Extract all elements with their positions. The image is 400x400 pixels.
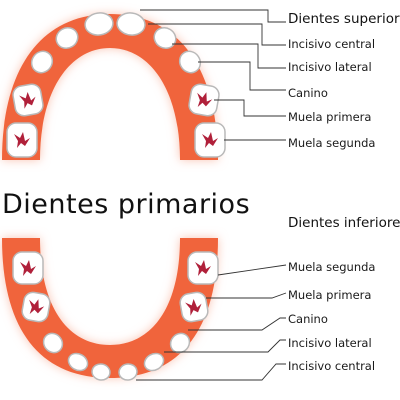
upper-incisor-central-left: [116, 12, 146, 36]
lower-incisor-central-right: [91, 363, 111, 381]
lower-incisor-lateral-left: [143, 352, 165, 372]
upper-incisor-central-right: [84, 12, 114, 36]
upper-label-muela-primera: Muela primera: [288, 110, 372, 124]
lower-incisor-central-left: [118, 363, 138, 381]
upper-label-incisivo-central: Incisivo central: [288, 37, 376, 51]
upper-incisor-lateral-left: [153, 26, 177, 50]
upper-canine-right: [30, 50, 54, 74]
lower-label-canino: Canino: [288, 312, 328, 326]
lower-molar-second-left-groove: [195, 260, 211, 276]
lower-leader-muela-primera: [206, 292, 287, 299]
upper-molar-first-left-groove: [197, 92, 213, 108]
lower-label-muela-segunda: Muela segunda: [288, 260, 376, 274]
lower-molar-first-right-groove: [29, 299, 45, 315]
upper-gum: [2, 14, 218, 160]
diagram-title: Dientes primarios: [2, 189, 251, 220]
lower-leader-incisivo-lateral: [164, 339, 286, 353]
lower-leader-muela-segunda: [217, 264, 287, 276]
lower-molar-first-left-groove: [185, 298, 202, 316]
lower-incisor-lateral-right: [67, 352, 89, 372]
upper-label-incisivo-lateral: Incisivo lateral: [288, 60, 372, 74]
upper-leader-incisivo-lateral: [172, 43, 286, 69]
upper-label-canino: Canino: [288, 86, 328, 100]
upper-molar-first-right-groove: [19, 91, 36, 109]
lower-canine-left: [169, 332, 191, 354]
upper-canine-left: [178, 50, 202, 74]
lower-label-incisivo-lateral: Incisivo lateral: [288, 336, 372, 350]
upper-teeth-header: Dientes superiores: [288, 11, 400, 27]
lower-label-incisivo-central: Incisivo central: [288, 359, 376, 373]
lower-leader-canino: [188, 317, 286, 331]
upper-leader-incisivo-central: [148, 23, 286, 46]
lower-leader-incisivo-central: [136, 363, 286, 381]
lower-molar-second-right-groove: [20, 260, 36, 276]
lower-teeth-header: Dientes inferiores: [288, 215, 400, 231]
upper-leader-header: [140, 9, 286, 23]
upper-molar-second-left-groove: [202, 132, 218, 148]
upper-incisor-lateral-right: [55, 26, 79, 50]
upper-leader-canino: [198, 61, 286, 91]
upper-leader-muela-primera: [214, 99, 286, 117]
upper-molar-second-right-groove: [14, 132, 30, 148]
lower-canine-right: [42, 332, 64, 354]
lower-label-muela-primera: Muela primera: [288, 288, 372, 302]
upper-label-muela-segunda: Muela segunda: [288, 136, 376, 150]
